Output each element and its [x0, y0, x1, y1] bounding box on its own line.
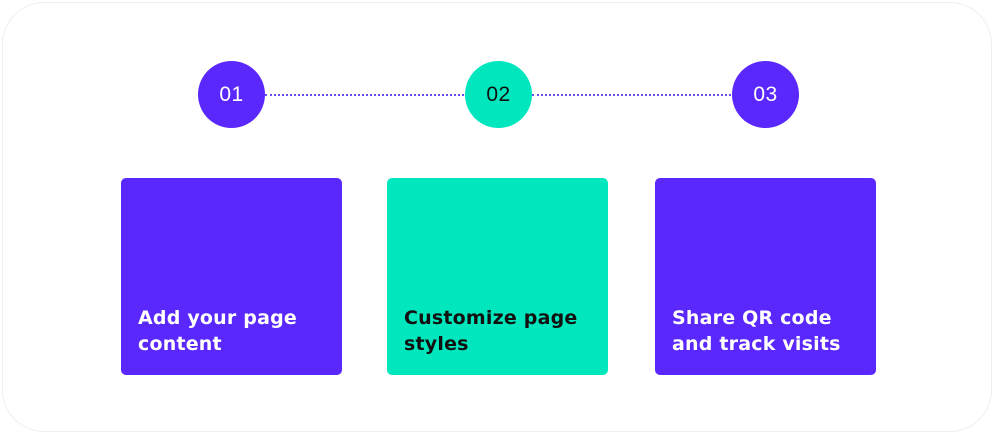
step-connector-1-2 [265, 94, 464, 96]
step-card-customize-styles[interactable]: Customize page styles [387, 178, 608, 375]
step-card-add-content[interactable]: Add your page content [121, 178, 342, 375]
step-badge-3: 03 [732, 61, 799, 128]
step-title: Share QR code and track visits [672, 307, 841, 355]
step-badge-2: 02 [465, 61, 532, 128]
step-connector-2-3 [532, 94, 731, 96]
step-card-share-qr[interactable]: Share QR code and track visits [655, 178, 876, 375]
step-badge-1: 01 [198, 61, 265, 128]
step-title: Add your page content [138, 307, 297, 355]
step-title: Customize page styles [404, 307, 578, 355]
